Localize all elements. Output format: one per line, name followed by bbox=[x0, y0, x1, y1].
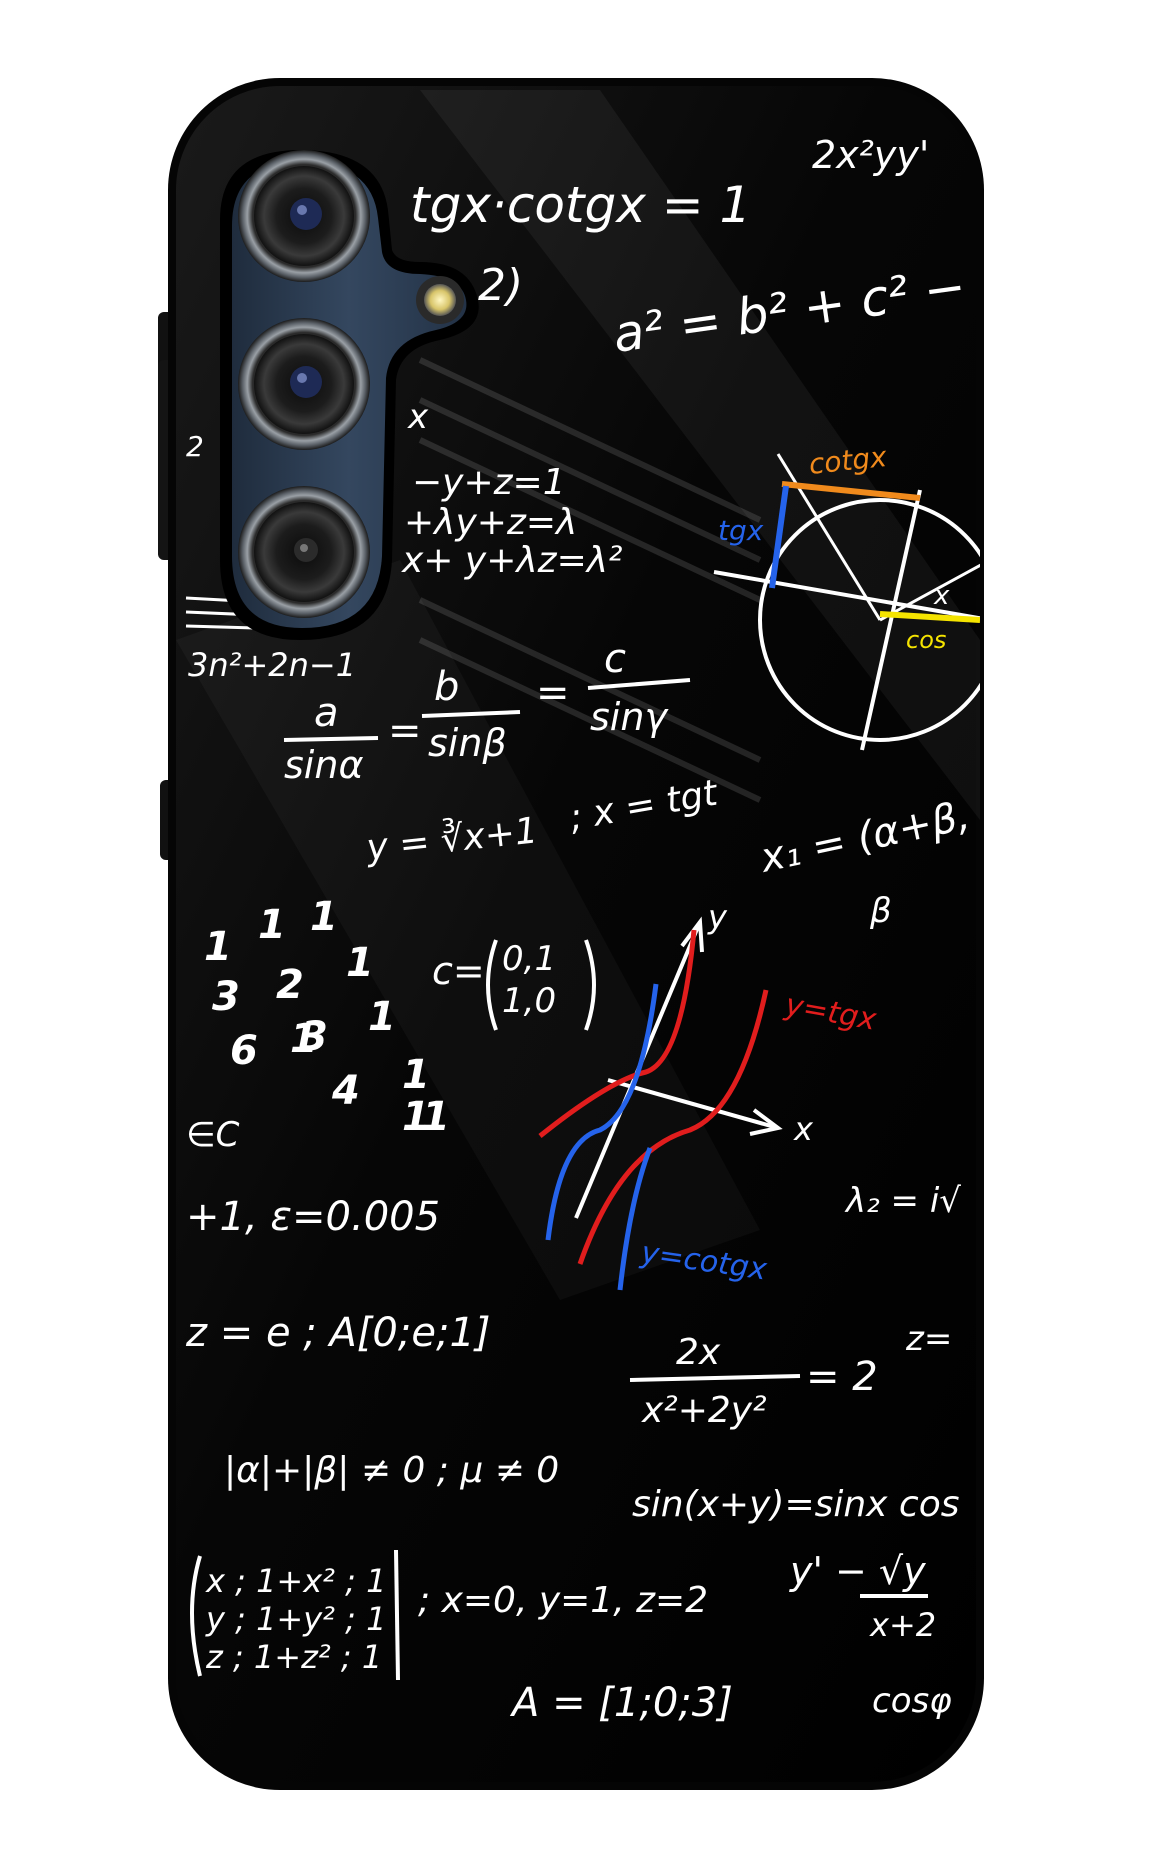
formula-xyz: ; x=0, y=1, z=2 bbox=[418, 1580, 708, 1621]
unit-circle-diagram: cotgx tgx cos x bbox=[713, 440, 980, 751]
matrix-c-row2: 1,0 bbox=[502, 981, 556, 1021]
formula-A: A = [1;0;3] bbox=[509, 1680, 733, 1726]
svg-text:4: 4 bbox=[331, 1068, 360, 1114]
formula-z-right: z= bbox=[905, 1319, 952, 1359]
graph-axis-y: y bbox=[707, 898, 728, 936]
tg-curve-2 bbox=[577, 989, 769, 1265]
formula-z-e: z = e ; A[0;e;1] bbox=[185, 1310, 491, 1356]
sine-law-eq1: = bbox=[388, 708, 422, 754]
matrix3-row2: y ; 1+y² ; 1 bbox=[205, 1600, 386, 1638]
formula-x-plus-2: x+2 bbox=[869, 1606, 936, 1644]
formula-system-3: x+ y+λz=λ² bbox=[401, 540, 622, 581]
formula-cos-phi: cosφ bbox=[872, 1681, 952, 1721]
fraction-num: 2x bbox=[676, 1332, 721, 1373]
matrix-3x3: x ; 1+x² ; 1 y ; 1+y² ; 1 z ; 1+z² ; 1 bbox=[190, 1549, 400, 1681]
circle-label-tg: tgx bbox=[718, 514, 764, 547]
svg-text:1: 1 bbox=[422, 1094, 450, 1140]
fraction-den: x²+2y² bbox=[641, 1390, 767, 1431]
svg-text:1: 1 bbox=[204, 924, 232, 970]
formula-epsilon: +1, ε=0.005 bbox=[186, 1194, 440, 1240]
fraction-eq: = 2 bbox=[806, 1354, 878, 1400]
glass-stripes bbox=[418, 357, 762, 803]
graph-axis-x: x bbox=[793, 1110, 814, 1148]
formula-sin-sum: sin(x+y)=sinx cos bbox=[632, 1484, 960, 1525]
svg-text:3: 3 bbox=[300, 1014, 328, 1060]
law-of-sines: a sinα = b sinβ = c sinγ bbox=[283, 636, 691, 787]
cotg-curve-1 bbox=[545, 983, 659, 1241]
formula-system-1: −y+z=1 bbox=[412, 462, 566, 503]
formula-beta: β bbox=[869, 891, 892, 931]
fraction-2x: 2x x²+2y² = 2 bbox=[629, 1332, 878, 1431]
svg-text:2: 2 bbox=[276, 962, 304, 1008]
scattered-numbers: 1 1 1 1 1 3 2 1 6 3 1 4 1 1 bbox=[204, 894, 450, 1140]
svg-text:1: 1 bbox=[346, 940, 374, 986]
camera-module bbox=[220, 150, 479, 640]
formula-fragment-2: 2 bbox=[186, 430, 204, 463]
svg-text:1: 1 bbox=[290, 1016, 318, 1062]
svg-text:1: 1 bbox=[402, 1094, 430, 1140]
matrix3-row3: z ; 1+z² ; 1 bbox=[205, 1638, 382, 1676]
sine-law-eq2: = bbox=[536, 670, 570, 716]
sine-law-sing: sinγ bbox=[590, 695, 669, 739]
camera-lens-macro bbox=[238, 486, 370, 618]
circle-label-cotg: cotgx bbox=[807, 440, 888, 481]
formula-fragment-paren: 2) bbox=[478, 260, 523, 311]
formula-fragment-x: x bbox=[407, 397, 429, 437]
svg-text:3: 3 bbox=[212, 974, 240, 1020]
formula-system-2: +λy+z=λ bbox=[404, 502, 577, 543]
sine-law-sina: sinα bbox=[284, 743, 364, 787]
matrix-c-label: c= bbox=[432, 949, 485, 993]
sine-law-a: a bbox=[314, 690, 339, 736]
glass-reflection bbox=[420, 90, 980, 820]
circle-label-x: x bbox=[933, 581, 950, 611]
formula-in-c: ∈C bbox=[186, 1115, 240, 1155]
camera-lens-main bbox=[238, 150, 370, 282]
matrix3-row1: x ; 1+x² ; 1 bbox=[205, 1562, 386, 1600]
svg-text:1: 1 bbox=[310, 894, 338, 940]
formula-tg-cotg: tgx·cotgx = 1 bbox=[410, 176, 751, 234]
camera-flash bbox=[416, 276, 464, 324]
svg-text:1: 1 bbox=[402, 1052, 430, 1098]
matrix-c: c= 0,1 1,0 bbox=[432, 939, 596, 1031]
sine-law-c: c bbox=[604, 636, 626, 682]
sine-law-b: b bbox=[434, 664, 459, 710]
svg-text:1: 1 bbox=[258, 902, 286, 948]
camera-lens-secondary bbox=[238, 318, 370, 450]
svg-text:6: 6 bbox=[230, 1028, 258, 1074]
formula-top-right: 2x²yy' bbox=[812, 133, 929, 177]
svg-text:1: 1 bbox=[368, 994, 396, 1040]
formula-series: 3n²+2n−1 bbox=[188, 646, 356, 684]
formula-y-prime: y' − √y bbox=[789, 1549, 926, 1593]
formula-lambda2: λ₂ = i√ bbox=[844, 1181, 961, 1221]
tg-curve-1 bbox=[538, 929, 697, 1138]
cotg-curve-2 bbox=[617, 1147, 653, 1291]
formula-abs: |α|+|β| ≠ 0 ; μ ≠ 0 bbox=[224, 1450, 559, 1491]
sine-law-sinb: sinβ bbox=[428, 721, 507, 765]
matrix-c-row1: 0,1 bbox=[502, 939, 556, 979]
circle-label-cos: cos bbox=[906, 626, 946, 654]
